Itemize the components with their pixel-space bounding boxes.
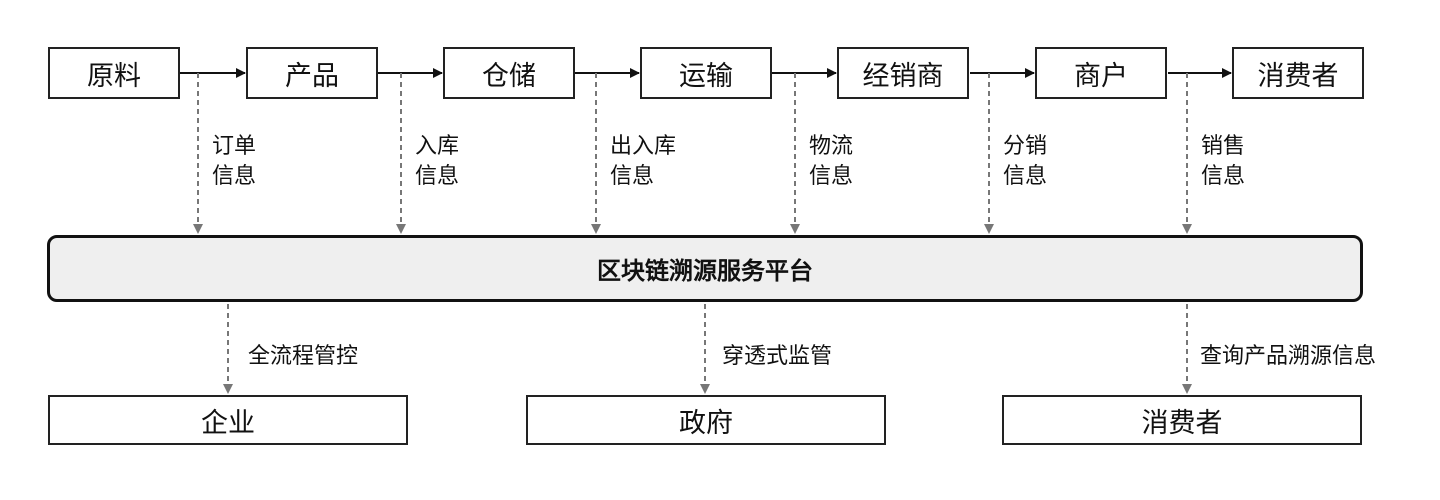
node-merchant: 商户 [1035, 47, 1167, 99]
info-label-inbound: 入库 信息 [415, 132, 459, 192]
info-label-order: 订单 信息 [212, 132, 256, 192]
info-label-line2: 信息 [1003, 164, 1048, 189]
node-consumer: 消费者 [1232, 47, 1364, 99]
info-label-line1: 入库 [415, 134, 460, 159]
service-label-consumer: 查询产品溯源信息 [1200, 344, 1377, 369]
info-label-line1: 销售 [1201, 134, 1246, 159]
info-label-line2: 信息 [1201, 164, 1246, 189]
node-raw-material: 原料 [48, 47, 180, 99]
info-label-line1: 分销 [1003, 134, 1048, 159]
platform-title: 区块链溯源服务平台 [597, 257, 813, 285]
info-label-in-out: 出入库 信息 [610, 132, 676, 192]
info-label-line2: 信息 [610, 164, 655, 189]
info-label-line1: 出入库 [610, 134, 677, 159]
info-label-line2: 信息 [212, 164, 257, 189]
info-label-line1: 订单 [212, 134, 257, 159]
target-enterprise: 企业 [48, 395, 408, 445]
service-label-government: 穿透式监管 [722, 344, 833, 369]
info-label-distribution: 分销 信息 [1003, 132, 1047, 192]
service-label-enterprise: 全流程管控 [248, 344, 359, 369]
info-label-line1: 物流 [809, 134, 854, 159]
platform-bar: 区块链溯源服务平台 [47, 235, 1363, 302]
node-distributor: 经销商 [837, 47, 969, 99]
info-label-logistics: 物流 信息 [809, 132, 853, 192]
target-government: 政府 [526, 395, 886, 445]
info-label-line2: 信息 [415, 164, 460, 189]
node-warehouse: 仓储 [443, 47, 575, 99]
node-product: 产品 [246, 47, 378, 99]
info-label-sales: 销售 信息 [1201, 132, 1245, 192]
node-transport: 运输 [640, 47, 772, 99]
target-consumer: 消费者 [1002, 395, 1362, 445]
info-label-line2: 信息 [809, 164, 854, 189]
